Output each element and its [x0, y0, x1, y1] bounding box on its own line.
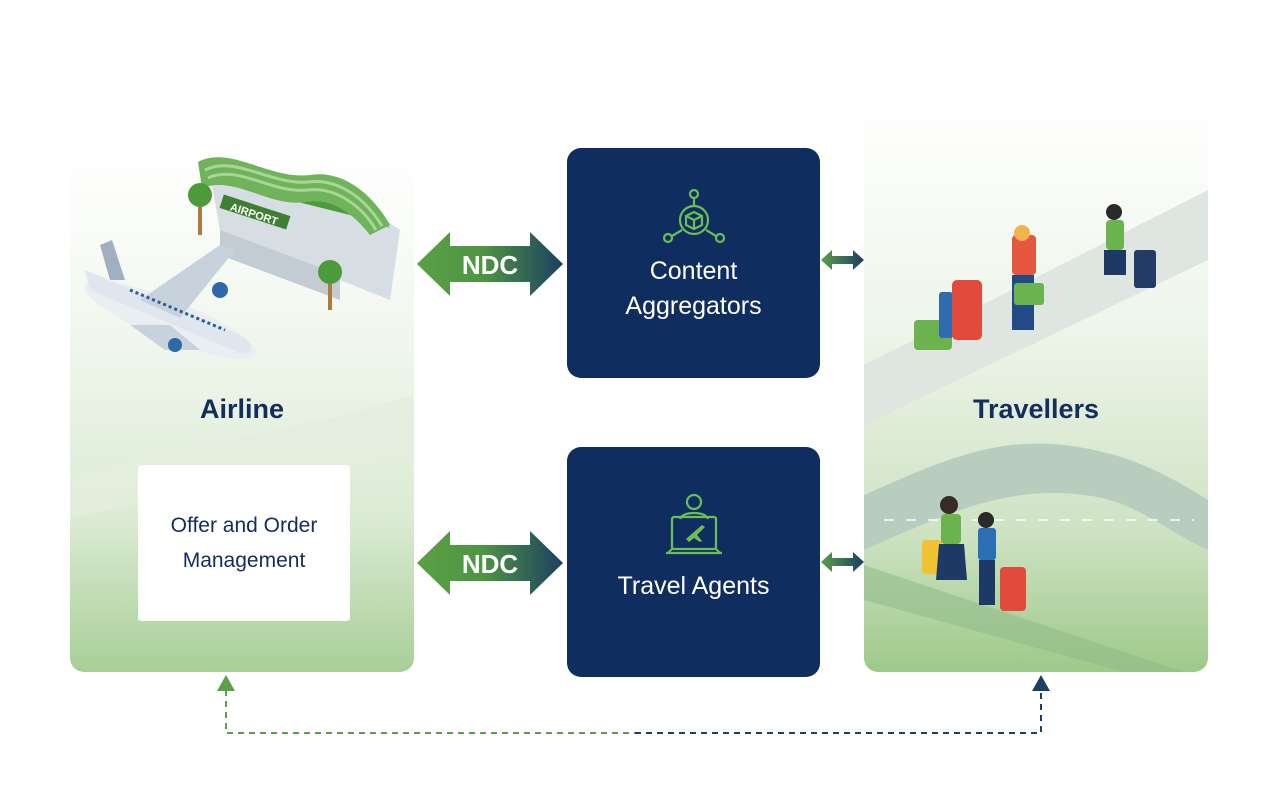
agent-laptop-plane-icon — [665, 493, 722, 555]
airline-title: Airline — [199, 394, 285, 424]
airport-building-icon: AIRPORT — [188, 157, 400, 310]
ndc-arrow-bottom: NDC — [417, 531, 563, 595]
travellers-panel: Travellers — [864, 100, 1208, 672]
content-aggregators-line1: Content — [649, 257, 738, 285]
travel-agents-label: Travel Agents — [617, 572, 770, 600]
arrowhead-up-green — [217, 675, 235, 691]
dashed-feedback-loop — [217, 675, 1050, 734]
travellers-upper-group — [914, 204, 1156, 350]
network-cube-icon — [662, 188, 725, 244]
travellers-lower-group — [922, 496, 1026, 611]
ndc-label-top: NDC — [462, 250, 519, 280]
content-aggregators-label: Content Aggregators — [567, 254, 820, 324]
ndc-label-bottom: NDC — [462, 549, 519, 579]
ndc-arrow-top: NDC — [417, 232, 563, 296]
content-aggregators-line2: Aggregators — [625, 292, 762, 320]
small-arrow-top — [821, 250, 864, 270]
airline-panel: AIRPORT Airline Offer and Order Manageme… — [70, 150, 414, 672]
airplane-icon — [84, 240, 256, 360]
content-aggregators-box: Content Aggregators — [567, 148, 820, 378]
small-arrow-bottom — [821, 552, 864, 572]
travellers-illustration — [864, 190, 1208, 672]
travel-agents-box: Travel Agents — [567, 447, 820, 677]
arrowhead-up-navy — [1032, 675, 1050, 691]
airline-illustration: AIRPORT — [70, 157, 414, 518]
offer-order-management-box: Offer and Order Management — [138, 465, 350, 621]
travellers-title: Travellers — [972, 394, 1100, 424]
offer-order-management-label: Offer and Order Management — [170, 514, 318, 572]
